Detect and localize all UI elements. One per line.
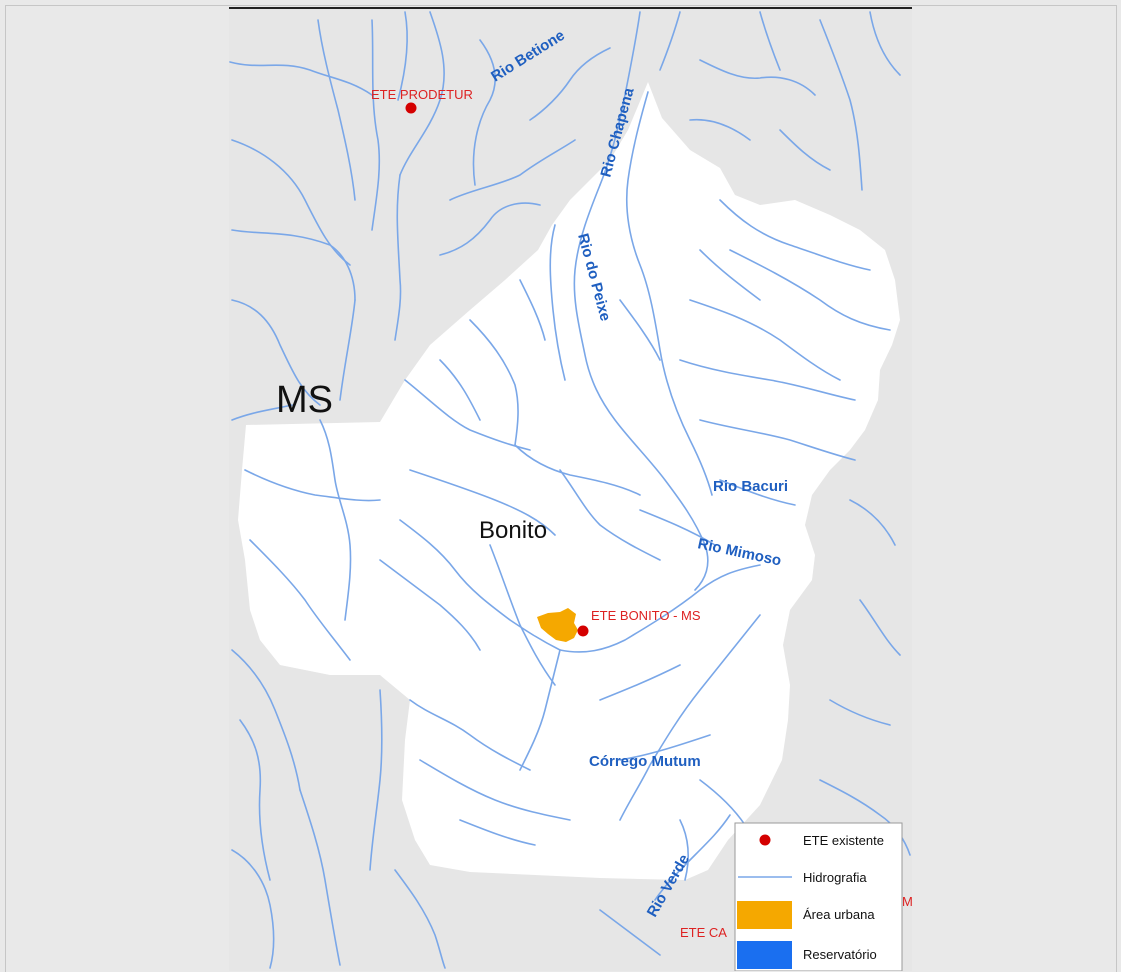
river-label-mutum: Córrego Mutum [589, 753, 701, 770]
red-dot-icon [759, 834, 771, 846]
legend-label-reservatorio: Reservatório [803, 947, 877, 962]
legend-label-ete: ETE existente [803, 833, 884, 848]
ete-prodetur-marker [405, 102, 417, 114]
river-label-bacuri: Rio Bacuri [713, 478, 788, 495]
orange-rect-icon [737, 901, 792, 929]
legend-label-hidro: Hidrografia [803, 870, 867, 885]
legend-label-urbana: Área urbana [803, 907, 875, 922]
ete-bonito-marker [577, 625, 589, 637]
ete-prodetur-label: ETE PRODETUR [371, 87, 473, 102]
legend: ETE existente Hidrografia Área urbana Re… [734, 822, 903, 971]
partial-ete-right-edge: M [902, 894, 913, 909]
bonito-municipality [238, 82, 900, 880]
urban-area-bonito [537, 608, 578, 642]
state-label: MS [276, 379, 333, 421]
ete-bonito-label: ETE BONITO - MS [591, 608, 701, 623]
ete-partial-label: ETE CA [680, 925, 727, 940]
municipality-label: Bonito [479, 517, 547, 544]
blue-rect-icon [737, 941, 792, 969]
